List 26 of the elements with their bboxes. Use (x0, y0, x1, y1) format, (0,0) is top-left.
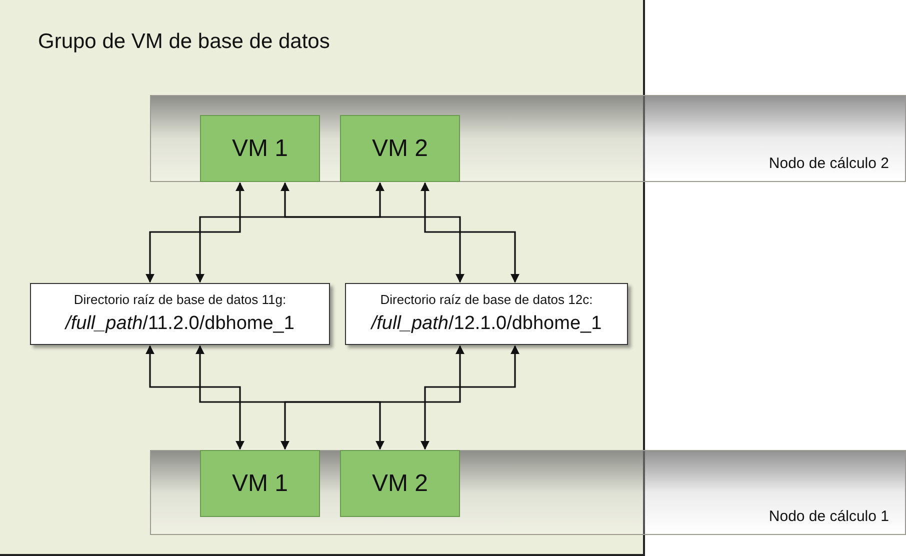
home-title: Directorio raíz de base de datos 12c: (380, 291, 593, 309)
vm-label: VM 1 (232, 134, 288, 164)
double-arrow (196, 182, 384, 283)
vm-box (340, 450, 460, 517)
group-panel (0, 0, 645, 556)
double-arrow (280, 182, 464, 283)
double-arrow (420, 345, 520, 450)
database-home-box (345, 283, 628, 345)
double-arrow (280, 345, 464, 450)
vm-label: VM 2 (372, 468, 428, 498)
node-label: Nodo de cálculo 1 (768, 506, 889, 526)
vm-label: VM 2 (372, 134, 428, 164)
home-title: Directorio raíz de base de datos 11g: (74, 291, 286, 309)
vm-box (200, 450, 320, 517)
double-arrow (420, 182, 520, 283)
group-title: Grupo de VM de base de datos (38, 29, 330, 55)
home-path: /full_path/11.2.0/dbhome_1 (66, 312, 294, 336)
double-arrow (146, 182, 244, 283)
home-path: /full_path/12.1.0/dbhome_1 (371, 312, 602, 336)
database-home-box (30, 283, 330, 345)
node-label: Nodo de cálculo 2 (768, 154, 889, 174)
vm-box (200, 115, 320, 182)
double-arrow (196, 345, 384, 450)
vm-box (340, 115, 460, 182)
vm-label: VM 1 (232, 468, 288, 498)
double-arrow (146, 345, 244, 450)
